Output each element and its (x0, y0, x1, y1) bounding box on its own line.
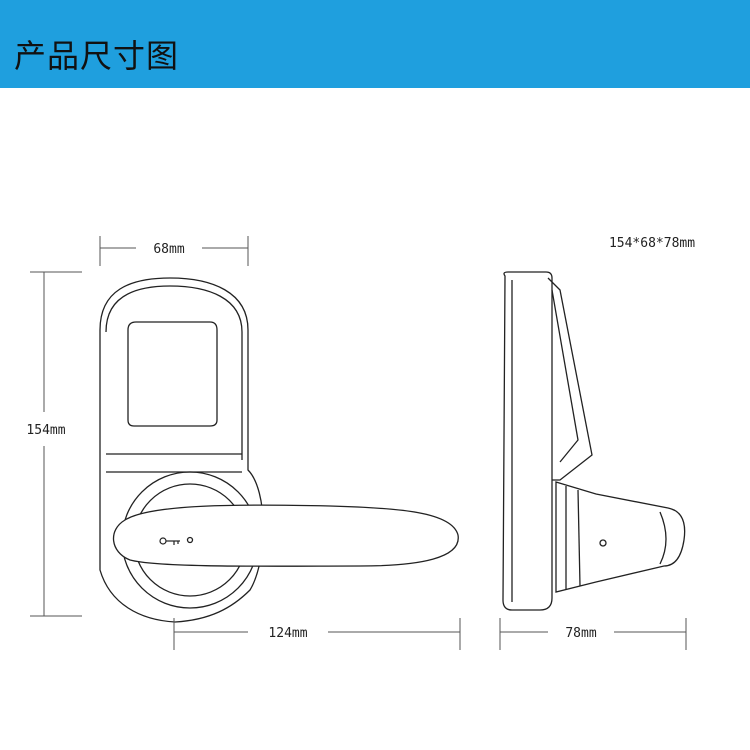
dim-width-label: 68mm (153, 242, 184, 257)
side-wedge-face (551, 289, 579, 463)
overall-size-label: 154*68*78mm (609, 236, 695, 251)
side-view (502, 271, 686, 611)
front-handle (112, 504, 459, 567)
screw-hole-icon (599, 539, 607, 547)
dim-depth-label: 78mm (565, 626, 596, 641)
page-title: 产品尺寸图 (14, 37, 180, 75)
dimension-lines (30, 236, 687, 650)
key-icon (159, 537, 180, 545)
dim-handle-label: 124mm (268, 626, 307, 641)
side-backplate (502, 271, 553, 611)
side-handle-tip (659, 511, 667, 565)
header-bar: 产品尺寸图 (0, 0, 750, 88)
front-body-outline (99, 277, 264, 623)
front-screen (127, 321, 218, 427)
dim-height-label: 154mm (26, 423, 65, 438)
front-body-inner (105, 285, 243, 460)
keyhole (186, 536, 194, 544)
side-handle-rim-2 (577, 489, 581, 587)
side-handle-cone (555, 481, 686, 593)
side-wedge (547, 277, 593, 481)
front-view (99, 277, 459, 623)
